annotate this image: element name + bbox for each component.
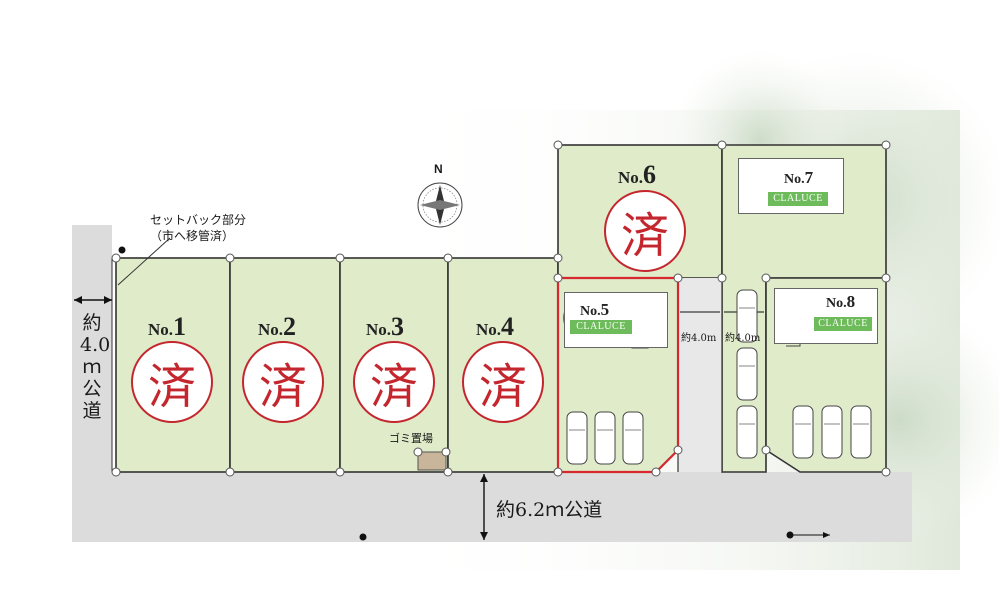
lot-1-prefix: No. [148,320,174,339]
lot-8-prefix: No. [826,296,847,311]
lot-6-number: 6 [643,160,657,189]
lot-5-prefix: No. [580,304,601,319]
compass-rose [417,182,463,228]
shared-aisle [678,278,722,472]
lot-2-number: 2 [283,312,297,341]
boundary-marker [881,140,891,150]
lot-7-label: No.7 [784,168,813,188]
west-road-char: 約 [82,312,102,334]
lot-8-building [774,288,878,344]
boundary-marker [225,467,235,477]
west-road-char: 道 [82,400,102,422]
boundary-marker [111,253,121,263]
survey-point [118,246,126,254]
garbage-label: ゴミ置場 [389,432,433,445]
lot-3-sold-stamp: 済 [353,341,435,423]
boundary-marker [881,273,891,283]
boundary-marker [553,467,563,477]
lot-1-sold-stamp: 済 [131,341,213,423]
boundary-marker [553,273,563,283]
boundary-marker [673,445,683,455]
parking-spaces [566,289,872,465]
lot-3-label: No.3 [366,312,404,342]
setback-line-1: セットバック部分 [150,213,247,227]
lot-8-label: No.8 [826,292,855,312]
aisle-width-left: 約4.0m [681,333,717,344]
lot-6-prefix: No. [618,168,644,187]
arrow-head [104,296,112,304]
lot-7-prefix: No. [784,172,805,187]
lot-1-number: 1 [173,312,187,341]
lot-2-prefix: No. [258,320,284,339]
lot-5-brand: CLALUCE [570,320,632,334]
arrow-head [480,474,488,482]
boundary-marker [761,273,771,283]
boundary-marker [441,447,451,457]
boundary-marker [335,467,345,477]
survey-point [359,533,367,541]
lot-7-brand: CLALUCE [768,192,828,206]
west-road-char: 公 [82,378,102,400]
aisle-width-right: 約4.0m [725,333,761,344]
arrow-head [823,532,830,538]
arrow-head [74,296,82,304]
lot-5-highlight [556,276,680,474]
west-road [72,225,112,472]
west-road-char: 4.0 [80,334,111,356]
lot-6-label: No.6 [618,160,656,190]
lot-8-number: 8 [846,292,856,311]
lot-5-number: 5 [600,300,610,319]
lot-4-label: No.4 [476,312,514,342]
west-road-label: 約 4.0 ｍ 公 道 [80,312,111,422]
lot-6-sold-stamp: 済 [604,190,686,272]
compass-north-label: N [434,162,443,176]
setback-line-2: （市へ移管済） [150,229,235,243]
boundary-marker [881,467,891,477]
boundary-marker [553,140,563,150]
boundary-marker [651,467,661,477]
setback-note: セットバック部分 （市へ移管済） [150,212,246,244]
boundary-marker [443,467,453,477]
lot-1-label: No.1 [148,312,186,342]
lot-4-sold-stamp: 済 [462,341,544,423]
arrow-head [480,532,488,540]
south-road-label: 約6.2ｍ公道 [496,499,603,521]
boundary-marker [335,253,345,263]
lot-7-number: 7 [804,168,814,187]
boundary-marker [413,447,423,457]
boundary-marker [717,273,727,283]
lot-5-label: No.5 [580,300,609,320]
boundary-marker [553,253,563,263]
setback-leader [117,237,171,286]
lot-2-sold-stamp: 済 [242,341,324,423]
lot-3-prefix: No. [366,320,392,339]
lot-3-number: 3 [391,312,405,341]
boundary-marker [225,253,235,263]
boundary-marker [673,273,683,283]
west-road-char: ｍ [82,356,102,378]
south-road [72,472,912,542]
lot-4-prefix: No. [476,320,502,339]
boundary-marker [761,445,771,455]
boundary-marker [111,467,121,477]
lot-8-brand: CLALUCE [814,317,872,331]
lot-2-label: No.2 [258,312,296,342]
boundary-marker [717,140,727,150]
boundary-marker [443,253,453,263]
lot-4-number: 4 [501,312,515,341]
garbage-area [417,451,447,471]
